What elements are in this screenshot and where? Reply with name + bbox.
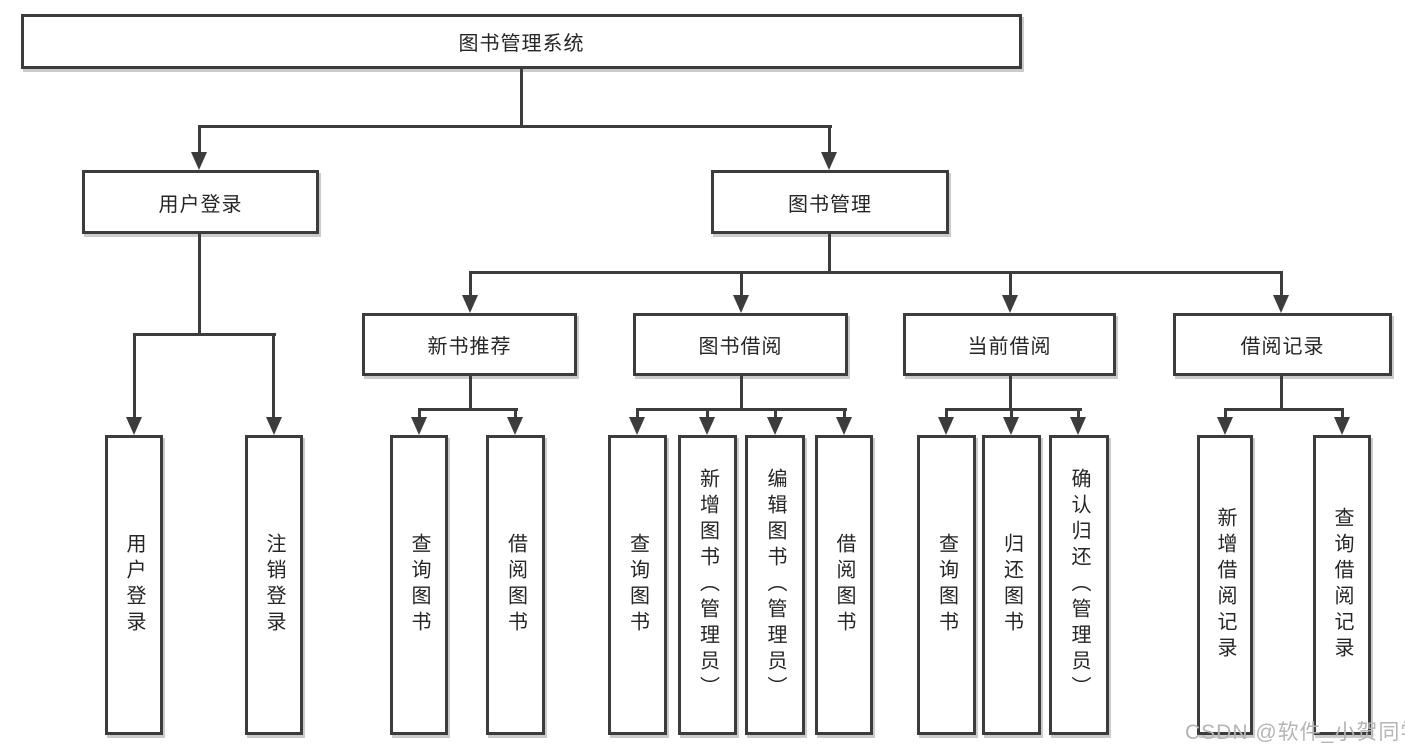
arrowhead-book-borrow [733,295,749,313]
arrowhead-rec-query [411,417,427,435]
connector-mgmt-drop-2 [740,273,743,297]
node-current-borrow: 当前借阅 [903,313,1116,376]
node-bb-query-label: 查询图书 [626,533,649,637]
node-book-mgmt-label: 图书管理 [788,193,872,216]
node-user-login: 用户登录 [82,170,319,234]
node-rec-borrow-label: 借阅图书 [504,533,527,637]
node-bb-edit-label: 编辑图书（管理员） [764,468,786,702]
arrowhead-rec-borrow [507,417,523,435]
node-logout-leaf: 注销登录 [245,435,303,735]
node-br-query-label: 查询借阅记录 [1331,507,1353,663]
node-new-book-rec-label: 新书推荐 [427,336,512,358]
connector-cb-stem [1009,376,1012,410]
arrowhead-logout-leaf [266,417,282,435]
node-cb-confirm-label: 确认归还（管理员） [1068,468,1090,702]
node-br-query: 查询借阅记录 [1313,435,1371,735]
arrowhead-borrow-records [1273,295,1289,313]
node-bb-add-label: 新增图书（管理员） [696,468,719,702]
node-root-label: 图书管理系统 [458,33,585,55]
node-br-add-label: 新增借阅记录 [1214,507,1236,663]
arrowhead-login-leaf [126,417,142,435]
node-book-borrow: 图书借阅 [633,313,848,376]
node-bb-add: 新增图书（管理员） [678,435,737,735]
connector-root-drop-left [198,127,201,155]
node-bb-borrow: 借阅图书 [815,435,873,735]
connector-root-drop-right [828,127,831,155]
connector-cb-drop-3 [1077,410,1080,419]
csdn-watermark: CSDN @软件_小贺同学 [1185,721,1405,744]
connector-root-stem [520,68,523,128]
node-rec-query: 查询图书 [390,435,448,735]
connector-login-drop-1 [133,335,136,419]
node-rec-borrow: 借阅图书 [486,435,545,735]
node-current-borrow-label: 当前借阅 [967,336,1052,358]
connector-login-rail [133,333,276,336]
connector-bb-stem [740,376,743,410]
arrowhead-bb-edit [767,417,783,435]
connector-rec-drop-1 [418,410,421,419]
node-new-book-rec: 新书推荐 [362,313,577,376]
arrowhead-bb-add [699,417,715,435]
node-rec-query-label: 查询图书 [408,533,430,637]
node-login-leaf-label: 用户登录 [123,533,145,637]
connector-cb-rail [945,408,1082,411]
connector-cb-drop-1 [945,410,948,419]
node-bb-query: 查询图书 [608,435,667,735]
connector-mgmt-drop-4 [1280,273,1283,297]
node-login-leaf: 用户登录 [105,435,163,735]
arrowhead-book-mgmt [821,152,837,170]
arrowhead-cb-return [1003,417,1019,435]
node-logout-leaf-label: 注销登录 [263,533,285,637]
connector-root-rail [198,125,832,128]
node-cb-query: 查询图书 [917,435,976,735]
connector-login-stem [198,234,201,336]
node-book-borrow-label: 图书借阅 [698,336,783,358]
node-bb-borrow-label: 借阅图书 [833,533,855,637]
node-cb-return-label: 归还图书 [1000,533,1023,637]
arrowhead-br-add [1217,417,1233,435]
arrowhead-user-login [191,152,207,170]
node-cb-return: 归还图书 [982,435,1041,735]
arrowhead-br-query [1334,417,1350,435]
node-root: 图书管理系统 [21,14,1022,69]
node-br-add: 新增借阅记录 [1197,435,1253,735]
connector-mgmt-rail [469,271,1283,274]
node-bb-edit: 编辑图书（管理员） [745,435,805,735]
arrowhead-cb-query [938,417,954,435]
arrowhead-bb-borrow [836,417,852,435]
connector-br-drop-1 [1224,410,1227,419]
connector-rec-rail [418,408,518,411]
connector-mgmt-drop-1 [469,273,472,297]
connector-login-drop-2 [272,335,275,419]
connector-mgmt-stem [828,234,831,274]
arrowhead-new-book-rec [462,295,478,313]
node-cb-confirm: 确认归还（管理员） [1049,435,1109,735]
connector-bb-drop-1 [636,410,639,419]
node-borrow-records: 借阅记录 [1173,313,1392,376]
connector-bb-drop-3 [774,410,777,419]
connector-br-drop-2 [1341,410,1344,419]
node-user-login-label: 用户登录 [158,193,243,216]
node-book-mgmt: 图书管理 [711,170,949,234]
connector-rec-stem [469,376,472,410]
connector-mgmt-drop-3 [1009,273,1012,297]
connector-bb-drop-2 [706,410,709,419]
connector-cb-drop-2 [1010,410,1013,419]
connector-bb-drop-4 [843,410,846,419]
node-cb-query-label: 查询图书 [935,533,958,637]
node-borrow-records-label: 借阅记录 [1240,336,1325,358]
arrowhead-bb-query [629,417,645,435]
arrowhead-cb-confirm [1070,417,1086,435]
connector-br-stem [1280,376,1283,410]
connector-br-rail [1224,408,1344,411]
connector-rec-drop-2 [514,410,517,419]
arrowhead-current-borrow [1002,295,1018,313]
connector-bb-rail [636,408,847,411]
